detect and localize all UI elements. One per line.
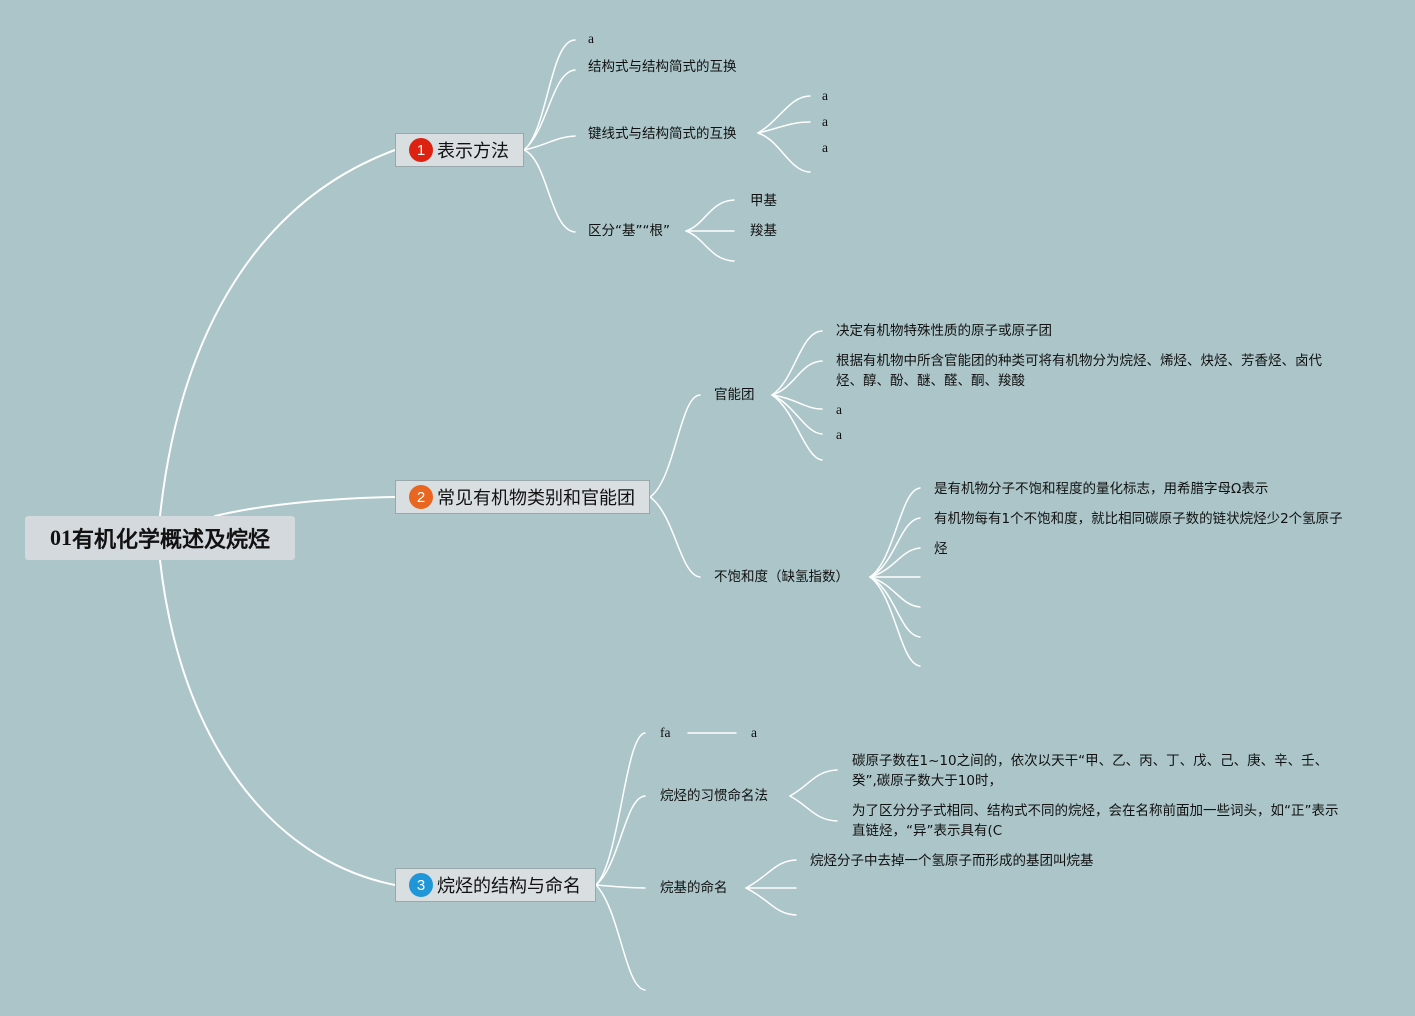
topic-representation[interactable]: 1 表示方法 bbox=[395, 133, 524, 167]
topic-functional-groups[interactable]: 2 常见有机物类别和官能团 bbox=[395, 480, 650, 514]
link-root-topic3 bbox=[159, 559, 396, 886]
node-hydrocarbon[interactable]: 烃 bbox=[934, 541, 948, 557]
link-root-topic2 bbox=[214, 496, 396, 517]
topic-label: 烷烃的结构与命名 bbox=[437, 876, 581, 897]
link-t1-conv bbox=[523, 69, 576, 151]
link-t2-unsat bbox=[649, 496, 701, 578]
node-a[interactable]: a bbox=[588, 31, 594, 46]
node-prefix-naming[interactable]: 为了区分分子式相同、结构式不同的烷烃，会在名称前面加一些词头，如“正”表示直链烃… bbox=[852, 803, 1339, 839]
node-structural-conversion[interactable]: 结构式与结构简式的互换 bbox=[588, 59, 737, 75]
node-a[interactable]: a bbox=[822, 114, 828, 129]
link-t1-skeletal bbox=[523, 135, 576, 151]
node-a[interactable]: a bbox=[836, 402, 842, 417]
node-a[interactable]: a bbox=[836, 427, 842, 442]
node-carboxyl[interactable]: 羧基 bbox=[750, 223, 777, 239]
node-a[interactable]: a bbox=[822, 88, 828, 103]
node-alkyl-definition[interactable]: 烷烃分子中去掉一个氢原子而形成的基团叫烷基 bbox=[810, 853, 1094, 869]
root-label: 有机化学概述及烷烃 bbox=[71, 528, 270, 553]
number-badge-3-icon: 3 bbox=[409, 873, 433, 897]
node-common-naming[interactable]: 烷烃的习惯命名法 bbox=[660, 788, 768, 804]
node-alkyl-naming[interactable]: 烷基的命名 bbox=[660, 880, 728, 896]
node-unsat-definition[interactable]: 是有机物分子不饱和程度的量化标志，用希腊字母Ω表示 bbox=[934, 481, 1269, 497]
node-fg-definition[interactable]: 决定有机物特殊性质的原子或原子团 bbox=[836, 323, 1052, 339]
node-a[interactable]: a bbox=[822, 140, 828, 155]
link-t3-empty bbox=[595, 884, 646, 991]
topic-alkane-structure-naming[interactable]: 3 烷烃的结构与命名 bbox=[395, 868, 596, 902]
node-tiangan-naming[interactable]: 碳原子数在1~10之间的，依次以天干“甲、乙、丙、丁、戊、己、庚、辛、壬、癸”,… bbox=[852, 753, 1329, 789]
node-functional-group[interactable]: 官能团 bbox=[714, 387, 755, 403]
node-unsaturation[interactable]: 不饱和度（缺氢指数） bbox=[714, 569, 849, 585]
node-unsat-rule[interactable]: 有机物每有1个不饱和度，就比相同碳原子数的链状烷烃少2个氢原子 bbox=[934, 511, 1343, 527]
link-t2-fg bbox=[649, 394, 701, 498]
node-distinguish-ji-gen[interactable]: 区分“基”“根” bbox=[588, 223, 670, 239]
link-t3-fa bbox=[595, 732, 646, 886]
link-t3-alkyl bbox=[595, 884, 646, 889]
number-badge-1-icon: 1 bbox=[409, 138, 433, 162]
number-badge-2-icon: 2 bbox=[409, 485, 433, 509]
link-t1-ji bbox=[523, 149, 576, 233]
node-methyl[interactable]: 甲基 bbox=[750, 193, 777, 209]
node-fg-classification[interactable]: 根据有机物中所含官能团的种类可将有机物分为烷烃、烯烃、炔烃、芳香烃、卤代烃、醇、… bbox=[836, 353, 1322, 389]
root-prefix: 01 bbox=[49, 525, 72, 550]
node-skeletal-conversion[interactable]: 键线式与结构简式的互换 bbox=[588, 126, 737, 142]
topic-label: 常见有机物类别和官能团 bbox=[437, 488, 635, 509]
node-a[interactable]: a bbox=[751, 725, 757, 740]
node-fa[interactable]: fa bbox=[660, 725, 671, 740]
topic-label: 表示方法 bbox=[437, 141, 509, 162]
link-t1-a bbox=[523, 39, 576, 151]
link-root-topic1 bbox=[159, 149, 396, 517]
link-t3-custom bbox=[595, 795, 646, 886]
